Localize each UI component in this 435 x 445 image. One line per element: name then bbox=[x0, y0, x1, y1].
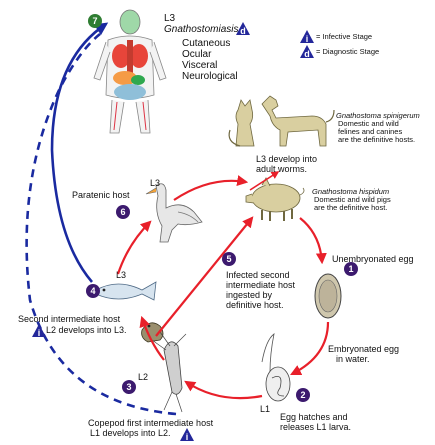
arrow-egg-to-embryonated bbox=[292, 322, 328, 374]
ingestion-label: Infected second bbox=[226, 270, 290, 280]
svg-text:i: i bbox=[186, 432, 189, 441]
paratenic-stage-label: L3 bbox=[150, 178, 160, 188]
step-4-badge: 4 bbox=[86, 284, 100, 298]
l1-stage-label: L1 bbox=[260, 404, 270, 414]
arrow-second-host-to-paratenic bbox=[118, 222, 150, 274]
copepod-host-label: L1 develops into L2. bbox=[90, 428, 171, 438]
disease-name: Gnathostomiasis bbox=[164, 24, 238, 35]
svg-text:i: i bbox=[38, 328, 41, 337]
arrow-hatch-to-copepod bbox=[186, 382, 262, 398]
human-stage-label: L3 bbox=[164, 13, 175, 24]
embryonated-egg-label: Embryonated egg bbox=[328, 344, 399, 354]
hispidum-note: are the definitive host. bbox=[314, 204, 387, 212]
embryonated-egg-icon bbox=[262, 334, 290, 401]
diagnostic-stage-legend-label: = Diagnostic Stage bbox=[316, 48, 379, 56]
human-figure-icon bbox=[94, 10, 166, 133]
clinical-form: Visceral bbox=[182, 60, 217, 71]
clinical-form: Neurological bbox=[182, 71, 238, 82]
svg-text:d: d bbox=[240, 26, 246, 35]
copepod-stage-label: L2 bbox=[138, 372, 148, 382]
step-3-badge: 3 bbox=[122, 380, 136, 394]
second-host-label: Second intermediate host bbox=[18, 314, 120, 324]
arrow-paratenic-to-definitive bbox=[174, 181, 246, 200]
dog-icon bbox=[262, 96, 334, 146]
cat-icon bbox=[229, 100, 254, 146]
fish-icon bbox=[96, 282, 156, 300]
bird-icon bbox=[146, 184, 202, 242]
unembryonated-egg-label: Unembryonated egg bbox=[332, 254, 414, 264]
infective-stage-icon: i bbox=[32, 324, 46, 337]
hatch-label: releases L1 larva. bbox=[280, 422, 351, 432]
second-host-sub-label: L2 develops into L3. bbox=[46, 325, 127, 335]
copepod-icon bbox=[152, 332, 186, 412]
infective-stage-icon: i bbox=[180, 428, 194, 441]
svg-text:d: d bbox=[304, 49, 310, 58]
second-host-stage-label: L3 bbox=[116, 270, 126, 280]
unembryonated-egg-icon bbox=[315, 274, 341, 318]
ingestion-label: definitive host. bbox=[226, 300, 284, 310]
l3-develop-label: L3 develop into bbox=[256, 154, 317, 164]
spinigerum-note: are the definitive hosts. bbox=[338, 136, 415, 144]
arrow-second-host-to-human bbox=[52, 24, 106, 282]
diagnostic-stage-legend-icon: d bbox=[300, 45, 314, 58]
paratenic-host-label: Paratenic host bbox=[72, 190, 130, 200]
step-7-badge: 7 bbox=[88, 14, 102, 28]
step-6-badge: 6 bbox=[116, 205, 130, 219]
arrow-definitive-to-egg bbox=[300, 218, 322, 262]
clinical-form: Cutaneous bbox=[182, 38, 230, 49]
ingestion-label: intermediate host bbox=[226, 280, 295, 290]
hatch-label: Egg hatches and bbox=[280, 412, 348, 422]
embryonated-egg-label: in water. bbox=[336, 354, 370, 364]
svg-text:i: i bbox=[306, 34, 309, 43]
step-5-badge: 5 bbox=[222, 252, 236, 266]
infective-stage-legend-icon: i bbox=[300, 30, 314, 43]
l3-develop-label: adult worms. bbox=[256, 164, 307, 174]
ingestion-label: ingested by bbox=[226, 290, 272, 300]
step-2-badge: 2 bbox=[296, 388, 310, 402]
pig-icon bbox=[246, 178, 304, 221]
clinical-form: Ocular bbox=[182, 49, 211, 60]
step-1-badge: 1 bbox=[344, 262, 358, 276]
copepod-host-label: Copepod first intermediate host bbox=[88, 418, 213, 428]
diagnostic-stage-icon: d bbox=[236, 22, 250, 35]
infective-stage-legend-label: = Infective Stage bbox=[316, 33, 372, 41]
